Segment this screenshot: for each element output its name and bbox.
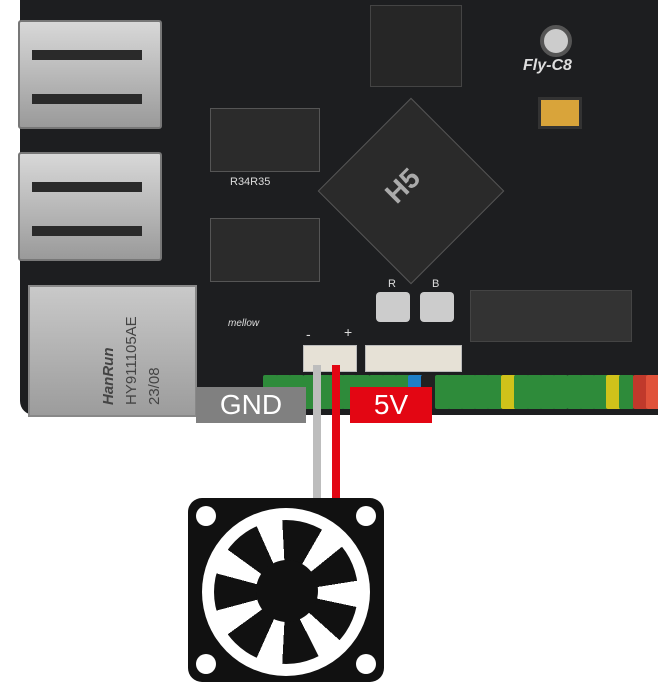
m2-slot	[470, 290, 632, 342]
jumper-pin	[461, 375, 476, 409]
jumper-pin	[553, 375, 569, 409]
plus-mark: +	[344, 324, 353, 340]
jumper-pin	[434, 375, 450, 409]
5v-wire	[332, 365, 340, 505]
fan-hub	[256, 560, 318, 622]
gnd-wire	[313, 365, 321, 505]
jumper-pin	[527, 375, 542, 409]
uart-connector	[365, 345, 462, 372]
jumper-pin	[540, 375, 556, 409]
ram-chip-bottom	[210, 218, 320, 282]
boot-button[interactable]	[420, 292, 454, 322]
usb-port-bottom	[18, 152, 162, 261]
jumper-pin	[645, 375, 658, 409]
button-r-label: R	[388, 278, 396, 290]
fan-connector	[303, 345, 357, 372]
resistor-label: R34R35	[230, 176, 271, 188]
jumper-pin	[447, 375, 463, 409]
reset-button[interactable]	[376, 292, 410, 322]
gnd-label: GND	[196, 387, 306, 423]
jumper-pin	[513, 375, 529, 409]
ethernet-port: HanRun HY911105AE 23/08	[28, 285, 197, 417]
eth-part: HY911105AE	[123, 316, 140, 405]
cooling-fan	[188, 498, 384, 682]
jumper-pin	[619, 375, 635, 409]
usb-port-top	[18, 20, 162, 129]
jumper-pin	[487, 375, 503, 409]
5v-label: 5V	[350, 387, 432, 423]
model-label: Fly-C8	[523, 57, 572, 74]
jumper-pin	[566, 375, 582, 409]
jumper-pin	[579, 375, 595, 409]
jumper-pin	[500, 375, 516, 409]
ram-chip-top	[210, 108, 320, 172]
audio-jack	[540, 25, 572, 57]
eth-date: 23/08	[146, 367, 163, 405]
eth-brand: HanRun	[100, 347, 117, 406]
capacitor	[538, 97, 582, 129]
fan-header-connectors	[370, 5, 462, 87]
jumper-pin	[632, 375, 648, 409]
minus-mark: -	[306, 326, 311, 342]
jumper-pin	[474, 375, 490, 409]
jumper-pin	[606, 375, 622, 409]
button-b-label: B	[432, 278, 440, 290]
jumper-pin	[593, 375, 608, 409]
mellow-logo: mellow	[228, 318, 260, 329]
